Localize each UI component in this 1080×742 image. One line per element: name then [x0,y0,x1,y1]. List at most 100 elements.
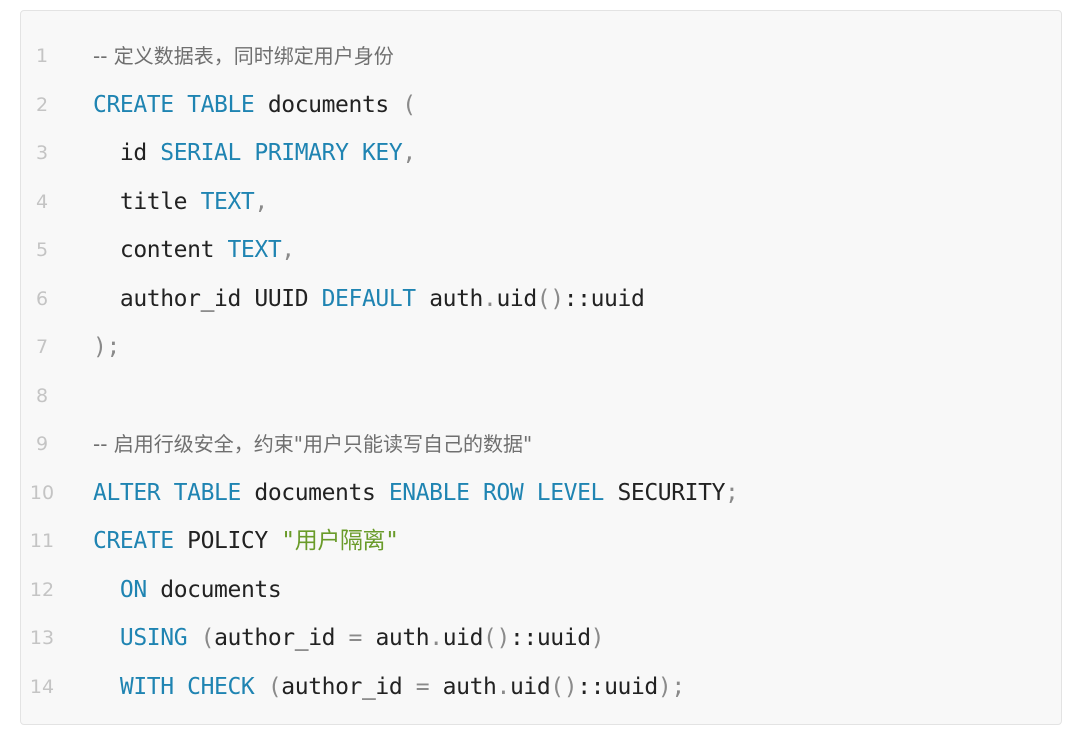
line-number: 6 [35,287,49,310]
line-number: 7 [35,336,49,358]
code-text: CREATE POLICY "用户隔离" [93,526,399,556]
token-keyword: ENABLE ROW LEVEL [388,479,605,506]
code-text: author_id UUID DEFAULT auth.uid()::uuid [93,284,645,314]
code-text: WITH CHECK (author_id = auth.uid()::uuid… [93,672,685,702]
token-plain [254,674,267,700]
token-keyword: WITH CHECK [119,673,255,700]
token-keyword: TEXT [200,188,255,215]
token-comment: -- 定义数据表，同时绑定用户身份 [93,44,394,68]
code-line: 3 id SERIAL PRIMARY KEY, [21,138,1061,187]
token-punct: ( [402,91,416,118]
line-number: 12 [29,578,55,601]
token-keyword: TEXT [227,237,282,263]
token-comment: -- 启用行级安全，约束"用户只能读写自己的数据" [93,432,533,456]
token-keyword: ON [119,576,147,603]
line-number: 2 [35,93,49,116]
token-plain: auth [362,625,430,651]
token-plain: auth [415,285,483,312]
token-punct: ); [657,673,685,700]
token-plain: ::uuid [577,673,658,700]
line-number: 1 [35,45,49,67]
token-punct: = [415,673,430,700]
code-text: content TEXT, [93,235,295,265]
token-plain [187,625,200,651]
code-text: USING (author_id = auth.uid()::uuid) [93,623,605,653]
line-number: 5 [35,239,49,261]
token-plain: uid [442,625,484,651]
code-text: ON documents [93,575,282,605]
token-punct: ( [200,625,215,651]
token-plain [93,577,120,603]
token-plain: documents [146,576,282,603]
line-number: 11 [29,530,55,552]
code-line: 9 -- 启用行级安全，约束"用户只能读写自己的数据" [21,429,1061,478]
code-line: 7); [21,332,1061,381]
line-number: 4 [35,190,49,213]
token-plain: author_id UUID [93,285,322,312]
code-comment: -- 定义数据表，同时绑定用户身份 [93,41,394,71]
token-plain: uid [496,285,537,312]
code-line: 6 author_id UUID DEFAULT auth.uid()::uui… [21,284,1061,333]
token-plain: SECURITY [604,479,726,506]
code-line: 11 CREATE POLICY "用户隔离" [21,526,1061,575]
code-line: 13 USING (author_id = auth.uid()::uuid) [21,623,1061,672]
token-plain: documents [240,479,389,506]
token-plain: ::uuid [563,285,645,312]
token-plain: documents [254,91,403,118]
line-number: 3 [35,142,49,164]
token-plain: auth [429,673,497,700]
token-punct: () [483,625,510,651]
code-lines: 1 -- 定义数据表，同时绑定用户身份 2 CREATE TABLE document… [21,41,1061,720]
code-text: ALTER TABLE documents ENABLE ROW LEVEL S… [93,478,739,508]
line-number: 10 [29,481,55,504]
code-text: ); [93,332,120,362]
code-text: id SERIAL PRIMARY KEY, [93,138,416,168]
token-punct: , [254,188,268,215]
line-number: 14 [29,675,55,698]
line-number: 9 [35,433,49,455]
code-line: 12 ON documents [21,575,1061,624]
token-punct: ; [725,479,739,506]
token-keyword: USING [119,625,188,651]
code-text: title TEXT, [93,187,268,217]
token-punct: = [348,625,363,651]
token-string: "用户隔离" [281,528,399,554]
token-keyword: CREATE [93,528,174,554]
token-plain: author_id [214,625,349,651]
token-punct: . [483,285,497,312]
token-punct: . [429,625,443,651]
token-punct: ) [590,625,605,651]
code-line: 1 -- 定义数据表，同时绑定用户身份 [21,41,1061,90]
token-punct: . [496,673,510,700]
token-plain: POLICY [173,528,282,554]
token-plain: ::uuid [509,625,591,651]
code-block: 1 -- 定义数据表，同时绑定用户身份 2 CREATE TABLE document… [20,10,1062,725]
token-plain: author_id [281,673,416,700]
code-comment: -- 启用行级安全，约束"用户只能读写自己的数据" [93,429,532,459]
token-keyword: SERIAL PRIMARY KEY [160,140,403,166]
token-plain: id [93,140,161,166]
token-plain: title [93,188,201,215]
code-line: 14 WITH CHECK (author_id = auth.uid()::u… [21,672,1061,721]
line-number: 13 [29,627,55,649]
code-line: 2 CREATE TABLE documents ( [21,90,1061,139]
code-line: 8 [21,381,1061,430]
token-plain [93,674,120,700]
code-line: 5 content TEXT, [21,235,1061,284]
code-line: 10 ALTER TABLE documents ENABLE ROW LEVEL… [21,478,1061,527]
token-punct: () [536,285,564,312]
token-keyword: CREATE TABLE [93,91,255,118]
code-text: CREATE TABLE documents ( [93,90,416,120]
line-number: 8 [35,384,49,407]
token-keyword: ALTER TABLE [93,479,241,506]
token-plain: uid [509,673,551,700]
token-punct: , [281,237,295,263]
token-keyword: DEFAULT [321,285,417,312]
code-line: 4 title TEXT, [21,187,1061,236]
token-plain: content [93,237,228,263]
token-punct: () [550,673,578,700]
token-plain [93,625,120,651]
token-punct: , [402,140,416,166]
token-punct: ( [267,673,282,700]
token-punct: ); [93,334,120,360]
